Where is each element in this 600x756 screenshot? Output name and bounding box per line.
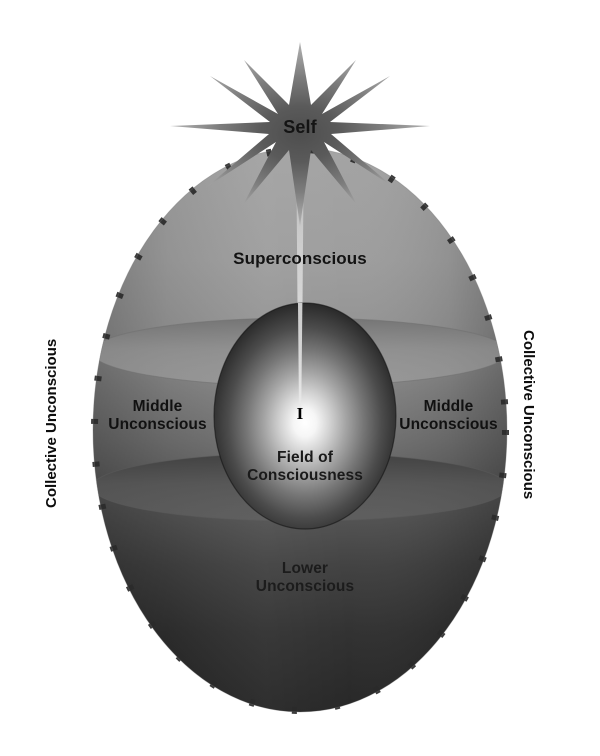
self-star-shape [170,42,430,226]
inner-oval-group [213,302,397,530]
self-star [170,42,430,226]
field-of-consciousness-oval [214,303,396,529]
field-of-consciousness-outline [213,302,397,530]
self-to-i-beam-inner [298,303,303,414]
collective-unconscious-tick-border [91,146,509,714]
